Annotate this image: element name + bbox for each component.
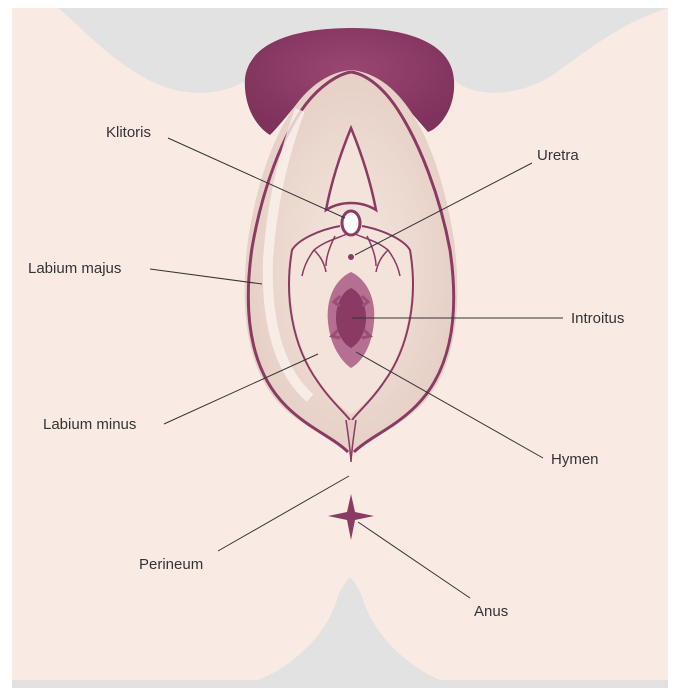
- label-labium-majus: Labium majus: [28, 260, 121, 278]
- label-hymen: Hymen: [551, 451, 599, 469]
- urethra-opening: [348, 254, 354, 260]
- label-klitoris: Klitoris: [106, 124, 151, 142]
- clitoris-shape: [342, 211, 360, 235]
- label-labium-minus: Labium minus: [43, 416, 136, 434]
- label-introitus: Introitus: [571, 310, 624, 328]
- label-uretra: Uretra: [537, 147, 579, 165]
- label-perineum: Perineum: [139, 556, 203, 574]
- label-anus: Anus: [474, 603, 508, 621]
